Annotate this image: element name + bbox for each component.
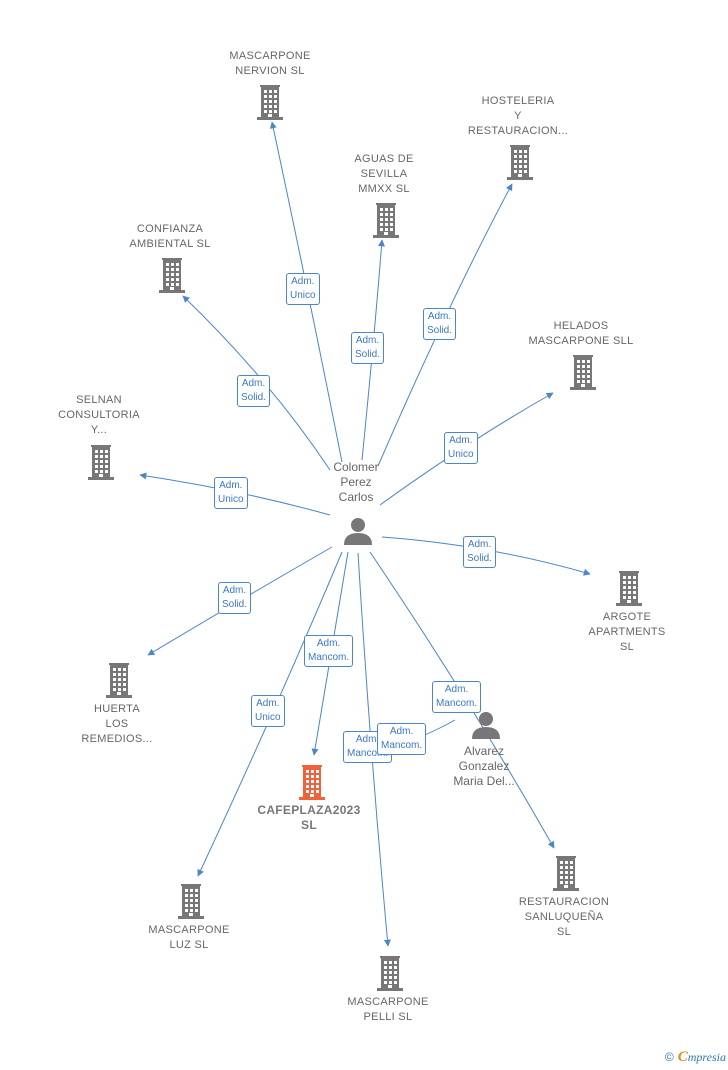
building-roof: [380, 956, 400, 958]
building-base: [257, 117, 283, 120]
building-icon-argote[interactable]: [616, 571, 642, 606]
building-base: [553, 888, 579, 891]
building-icon-restauracion_sanluquena[interactable]: [553, 856, 579, 891]
building-base: [178, 916, 204, 919]
node-label-confianza[interactable]: CONFIANZA AMBIENTAL SL: [129, 223, 211, 250]
edge-label-colomer-to-cafeplaza[interactable]: Adm. Mancom.: [304, 635, 354, 667]
node-label-huerta[interactable]: HUERTA LOS REMEDIOS...: [81, 703, 153, 745]
person-body: [344, 533, 372, 545]
node-label-selnan[interactable]: SELNAN CONSULTORIA Y...: [58, 394, 140, 436]
building-icon-helados[interactable]: [570, 355, 596, 390]
node-label-mascarpone_pelli[interactable]: MASCARPONE PELLI SL: [347, 996, 429, 1023]
edge-label-colomer-to-mascarpone_luz[interactable]: Adm. Unico: [251, 695, 285, 727]
building-roof: [556, 856, 576, 858]
node-label-mascarpone_nervion[interactable]: MASCARPONE NERVION SL: [229, 50, 311, 77]
edge-label-colomer-to-selnan[interactable]: Adm. Unico: [214, 477, 248, 509]
building-icon-mascarpone_nervion[interactable]: [257, 85, 283, 120]
node-label-mascarpone_luz[interactable]: MASCARPONE LUZ SL: [148, 924, 230, 951]
node-label-aguas[interactable]: AGUAS DE SEVILLA MMXX SL: [354, 153, 414, 195]
person-head: [351, 518, 365, 532]
edge-label-colomer-to-hosteleria[interactable]: Adm. Solid.: [423, 308, 457, 340]
person-icon-alvarez[interactable]: [472, 712, 500, 739]
building-icon-mascarpone_pelli[interactable]: [377, 956, 403, 991]
node-label-alvarez[interactable]: Alvarez Gonzalez Maria Del...: [453, 744, 515, 788]
building-roof: [302, 765, 322, 767]
building-base: [616, 603, 642, 606]
building-icon-confianza[interactable]: [159, 258, 185, 293]
copyright-symbol: ©: [664, 1050, 674, 1064]
node-label-hosteleria[interactable]: HOSTELERIA Y RESTAURACION...: [467, 95, 569, 137]
edge-label-colomer-to-aguas[interactable]: Adm. Solid.: [351, 332, 385, 364]
building-roof: [376, 203, 396, 205]
node-label-argote[interactable]: ARGOTE APARTMENTS SL: [588, 611, 666, 653]
node-label-restauracion_sanluquena[interactable]: RESTAURACION SANLUQUEÑA SL: [518, 896, 610, 938]
building-roof: [162, 258, 182, 260]
edge-label-alvarez-to-cafeplaza[interactable]: Adm. Mancom.: [377, 723, 427, 755]
building-roof: [260, 85, 280, 87]
node-label-helados[interactable]: HELADOS MASCARPONE SLL: [528, 320, 634, 347]
building-roof: [510, 145, 530, 147]
building-base: [88, 477, 114, 480]
building-roof: [91, 445, 111, 447]
building-roof: [573, 355, 593, 357]
person-icon-colomer[interactable]: [344, 518, 372, 545]
building-roof: [109, 663, 129, 665]
edge-label-colomer-to-mascarpone_nervion[interactable]: Adm. Unico: [286, 273, 320, 305]
brand-initial: C: [677, 1049, 688, 1065]
person-body: [472, 727, 500, 739]
person-head: [479, 712, 493, 726]
building-icon-hosteleria[interactable]: [507, 145, 533, 180]
building-icon-huerta[interactable]: [106, 663, 132, 698]
building-base: [377, 988, 403, 991]
node-label-colomer[interactable]: Colomer Perez Carlos: [333, 460, 379, 504]
building-icon-mascarpone_luz[interactable]: [178, 884, 204, 919]
edge-label-colomer-to-confianza[interactable]: Adm. Solid.: [237, 375, 271, 407]
brand-name: mpresia: [687, 1050, 726, 1064]
edge-label-colomer-to-argote[interactable]: Adm. Solid.: [463, 536, 497, 568]
building-icon-aguas[interactable]: [373, 203, 399, 238]
edge-label-colomer-to-huerta[interactable]: Adm. Solid.: [218, 582, 252, 614]
building-base: [373, 235, 399, 238]
brand-footer[interactable]: ©Cmpresia: [665, 1049, 726, 1066]
building-icon-cafeplaza[interactable]: [299, 765, 325, 800]
building-base: [570, 387, 596, 390]
building-base: [507, 177, 533, 180]
building-icon-selnan[interactable]: [88, 445, 114, 480]
building-base: [159, 290, 185, 293]
node-label-cafeplaza[interactable]: CAFEPLAZA2023 SL: [257, 803, 361, 832]
building-roof: [181, 884, 201, 886]
building-base: [106, 695, 132, 698]
edge-label-colomer-to-helados[interactable]: Adm. Unico: [444, 432, 478, 464]
building-roof: [619, 571, 639, 573]
building-base: [299, 797, 325, 800]
edge-label-colomer-to-restauracion_sanluquena[interactable]: Adm. Mancom.: [432, 681, 482, 713]
